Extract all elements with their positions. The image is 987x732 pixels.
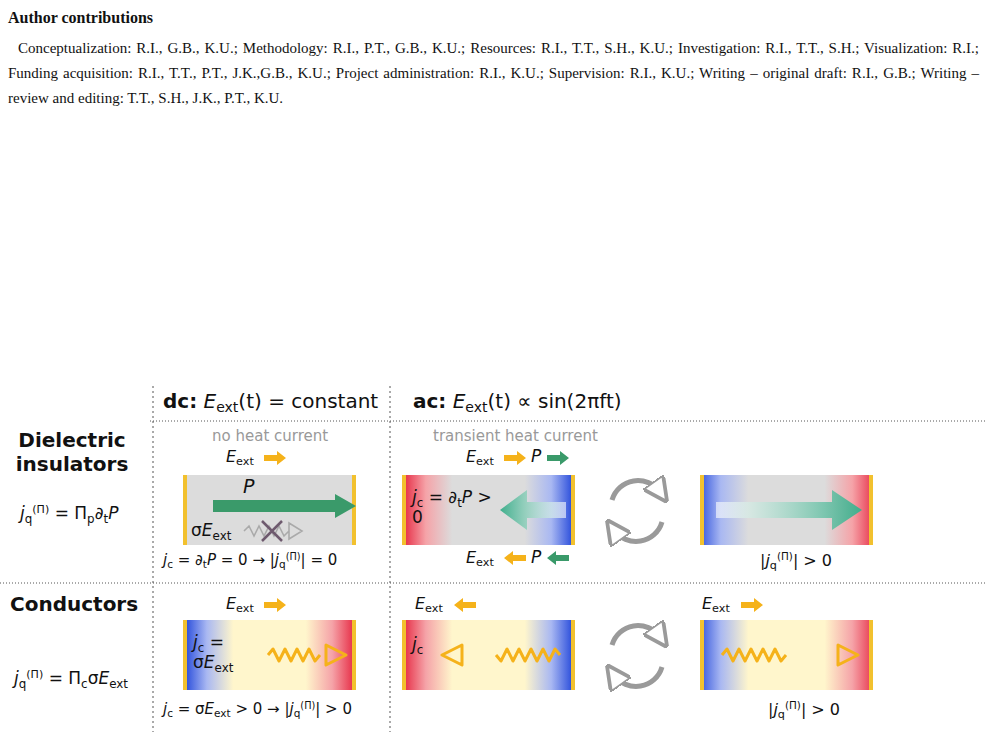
dielectric-slab: PσEext [183, 475, 356, 545]
cycle-arrow [612, 481, 660, 500]
row-divider [0, 583, 987, 584]
conductor-slab: jc [402, 620, 575, 690]
current-arrow [716, 490, 862, 530]
section-heading: Author contributions [8, 8, 153, 27]
slab-label: jc [412, 634, 423, 654]
electrode [700, 620, 704, 690]
current-arrow [268, 645, 346, 665]
blocked-current [244, 523, 302, 539]
electrode [869, 620, 873, 690]
field-arrow [454, 598, 476, 612]
slab [700, 475, 873, 545]
field-label: Eext [702, 594, 730, 613]
equation: jc = σEext > 0 → |jq(Π)| > 0 [163, 700, 352, 718]
field-label: Eext [466, 447, 494, 466]
contributions-text: Conceptualization: R.I., G.B., K.U.; Met… [8, 36, 979, 111]
field-label: Eext [226, 447, 254, 466]
slab [700, 620, 873, 690]
note: no heat current [212, 427, 328, 445]
dielectric-slab: jc = ∂tP > 0 [402, 475, 575, 545]
column-divider [390, 386, 391, 732]
current-arrow [442, 645, 560, 665]
field-label: Eext [466, 548, 494, 567]
polarization-label: P [531, 547, 541, 567]
header-divider [150, 421, 987, 422]
cycle-arrow [614, 667, 662, 686]
row-header: Conductors [10, 592, 138, 616]
equation: jc = ∂tP = 0 → |jq(Π)| = 0 [163, 551, 337, 569]
electrode [700, 475, 704, 545]
equation: |jq(Π)| > 0 [768, 700, 840, 719]
polarization-arrow [213, 494, 356, 518]
slab-label: P [243, 475, 254, 498]
field-label: Eext [226, 594, 254, 613]
equation: jq(Π) = ΠcσEext [14, 668, 128, 688]
conductor-slab: jc = σEext [183, 620, 356, 690]
row-header: Dielectric insulators [8, 428, 136, 476]
field-arrow [741, 598, 763, 612]
current-arrow [722, 645, 858, 665]
column-header: dc: Eext(t) = constant [163, 389, 378, 413]
column-divider [153, 386, 154, 732]
equation: |jq(Π)| > 0 [760, 551, 832, 570]
slab-label: σEext [191, 520, 231, 540]
note: transient heat current [433, 427, 598, 445]
field-arrow [264, 451, 286, 465]
field-arrow [504, 551, 526, 565]
polarization-arrow [547, 451, 569, 465]
polarization-arrow [547, 551, 569, 565]
cycle-arrow [614, 522, 662, 541]
field-arrow [504, 451, 526, 465]
field-arrow [264, 598, 286, 612]
slab-label: jc = σEext [193, 632, 265, 673]
current-arrow [500, 490, 566, 530]
electrode [869, 475, 873, 545]
column-header: ac: Eext(t) ∝ sin(2πft) [413, 389, 622, 413]
slab-label: jc = ∂tP > 0 [412, 487, 500, 528]
equation: jq(Π) = Πp∂tP [20, 503, 118, 523]
cycle-arrow [612, 626, 660, 645]
polarization-label: P [531, 446, 541, 466]
field-label: Eext [415, 594, 443, 613]
cross-mark [262, 521, 282, 541]
